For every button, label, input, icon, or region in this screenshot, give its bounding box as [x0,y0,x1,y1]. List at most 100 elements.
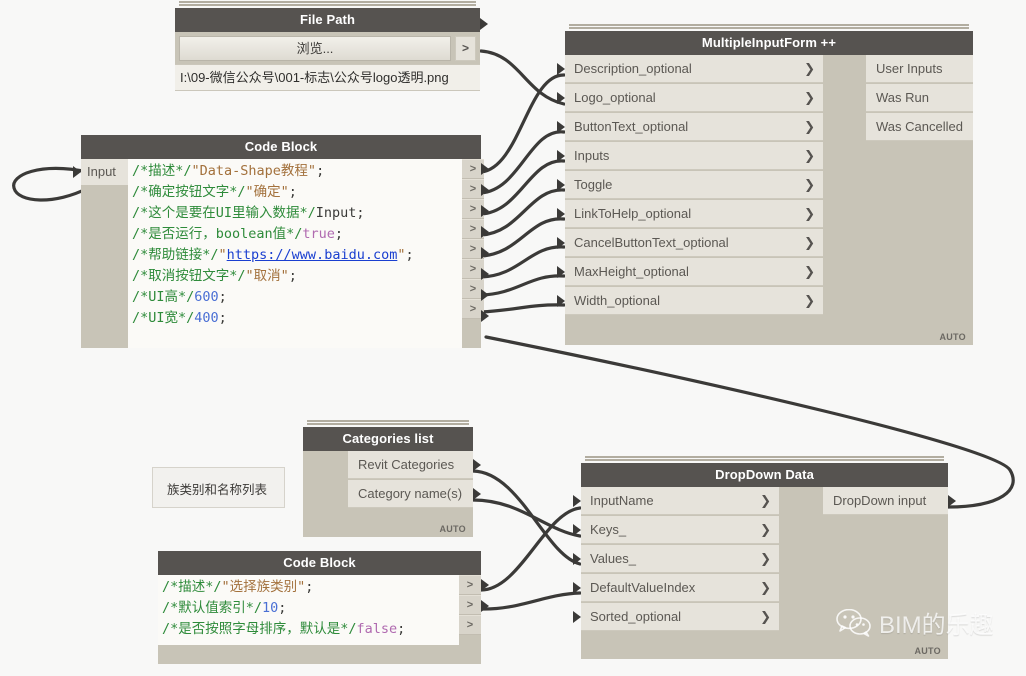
chevron-right-icon: ❯ [760,609,771,624]
browse-button[interactable]: 浏览... [179,36,451,61]
node-multiple-input-form[interactable]: MultipleInputForm ++ Description_optiona… [557,24,973,345]
chevron-right-icon: ❯ [804,148,815,163]
cb2-out-marker-1[interactable] [481,600,489,612]
file-path-output-chevron[interactable]: > [455,36,476,61]
port-label: MaxHeight_optional [574,264,689,279]
cb2-out-0[interactable]: > [459,575,481,595]
code-block-1-output-column: > > > > > > > > [462,159,484,319]
port-out-user-inputs[interactable]: User Inputs [866,55,973,83]
port-in-toggle[interactable]: Toggle ❯ [565,171,823,199]
cb1-out-marker-5[interactable] [481,268,489,280]
port-label: Keys_ [590,522,627,537]
cb2-out-2[interactable]: > [459,615,481,635]
in-marker-1[interactable] [557,92,565,104]
cb1-out-4[interactable]: > [462,239,484,259]
in-marker-3[interactable] [557,150,565,162]
code-block-editor-2[interactable]: /*描述*/"选择族类别"; /*默认值索引*/10; /*是否按照字母排序，默… [158,575,459,645]
port-in-cancelbuttontext-optional[interactable]: CancelButtonText_optional ❯ [565,229,823,257]
port-out-was-run[interactable]: Was Run [866,84,973,112]
input-port-marker[interactable] [73,166,81,178]
cb2-out-1[interactable]: > [459,595,481,615]
port-in-logo-optional[interactable]: Logo_optional ❯ [565,84,823,112]
dd-in-marker-0[interactable] [573,495,581,507]
port-label: Sorted_optional [590,609,682,624]
cb1-out-0[interactable]: > [462,159,484,179]
cb1-out-marker-7[interactable] [481,310,489,322]
in-marker-6[interactable] [557,237,565,249]
code-block-2-output-column: > > > [459,575,481,635]
in-marker-4[interactable] [557,179,565,191]
cb1-out-3[interactable]: > [462,219,484,239]
chevron-right-icon: ❯ [760,551,771,566]
code-block-editor-1[interactable]: /*描述*/"Data-Shape教程"; /*确定按钮文字*/"确定"; /*… [128,159,462,348]
port-in-inputname[interactable]: InputName ❯ [581,487,779,515]
dd-in-marker-1[interactable] [573,524,581,536]
node-categories-list[interactable]: Categories list Revit Categories Categor… [303,420,481,537]
cb1-out-marker-4[interactable] [481,247,489,259]
port-label: Inputs [574,148,610,163]
in-marker-7[interactable] [557,266,565,278]
in-marker-2[interactable] [557,121,565,133]
cat-out-marker-0[interactable] [473,459,481,471]
run-mode-badge: AUTO [914,646,941,656]
node-dropdown-data[interactable]: DropDown Data InputName ❯ Keys_ ❯ Values… [573,456,956,659]
port-in-inputs[interactable]: Inputs ❯ [565,142,823,170]
note-family-category-list[interactable]: 族类别和名称列表 [152,467,285,508]
chevron-right-icon: ❯ [804,119,815,134]
port-in-linktohelp-optional[interactable]: LinkToHelp_optional ❯ [565,200,823,228]
wire-cb1-width [479,303,566,314]
dd-in-marker-3[interactable] [573,582,581,594]
cb1-out-marker-1[interactable] [481,184,489,196]
node-title-code-block-1: Code Block [81,135,481,159]
wire-cb1-buttontext [479,130,566,195]
cb1-out-marker-3[interactable] [481,226,489,238]
port-in-values[interactable]: Values_ ❯ [581,545,779,573]
chevron-right-icon: ❯ [760,580,771,595]
port-out-dropdown-input[interactable]: DropDown input [823,487,948,515]
wire-cb1-description [479,73,566,174]
cat-out-marker-1[interactable] [473,488,481,500]
wire-cb1-toggle [479,188,566,237]
wire-cb1-cancelbuttontext [479,245,566,279]
port-in-width-optional[interactable]: Width_optional ❯ [565,287,823,315]
cb1-out-1[interactable]: > [462,179,484,199]
port-in-sorted-optional[interactable]: Sorted_optional ❯ [581,603,779,631]
cb1-out-2[interactable]: > [462,199,484,219]
dd-in-marker-4[interactable] [573,611,581,623]
port-in-keys[interactable]: Keys_ ❯ [581,516,779,544]
code-block-input-port[interactable]: Input [81,159,128,185]
port-out-category-names[interactable]: Category name(s) [348,480,473,508]
port-in-buttontext-optional[interactable]: ButtonText_optional ❯ [565,113,823,141]
cb1-out-7[interactable]: > [462,299,484,319]
dd-in-marker-2[interactable] [573,553,581,565]
port-label: ButtonText_optional [574,119,689,134]
in-marker-0[interactable] [557,63,565,75]
port-out-revit-categories[interactable]: Revit Categories [348,451,473,479]
port-out-was-cancelled[interactable]: Was Cancelled [866,113,973,141]
in-marker-5[interactable] [557,208,565,220]
in-marker-8[interactable] [557,295,565,307]
wire-revitcategories-values [471,469,582,566]
cb1-out-marker-2[interactable] [481,205,489,217]
cb1-out-6[interactable]: > [462,279,484,299]
node-file-path[interactable]: File Path 浏览... > I:\09-微信公众号\001-标志\公众号… [175,1,488,91]
wire-cb1-inputs [479,159,566,216]
chevron-right-icon: ❯ [804,264,815,279]
dd-out-marker-0[interactable] [948,495,956,507]
run-mode-badge: AUTO [439,524,466,534]
output-port-marker[interactable] [480,18,488,30]
port-in-defaultvalueindex[interactable]: DefaultValueIndex ❯ [581,574,779,602]
node-code-block-2[interactable]: Code Block /*描述*/"选择族类别"; /*默认值索引*/10; /… [158,551,489,664]
chevron-right-icon: ❯ [804,61,815,76]
node-code-block-1[interactable]: Code Block Input /*描述*/"Data-Shape教程"; /… [73,135,489,348]
chevron-right-icon: ❯ [804,90,815,105]
port-in-description-optional[interactable]: Description_optional ❯ [565,55,823,83]
node-title-dropdown-data: DropDown Data [581,463,948,487]
cb1-out-5[interactable]: > [462,259,484,279]
chevron-right-icon: ❯ [804,206,815,221]
cb1-out-marker-0[interactable] [481,163,489,175]
cb2-out-marker-0[interactable] [481,579,489,591]
cb1-out-marker-6[interactable] [481,289,489,301]
port-in-maxheight-optional[interactable]: MaxHeight_optional ❯ [565,258,823,286]
